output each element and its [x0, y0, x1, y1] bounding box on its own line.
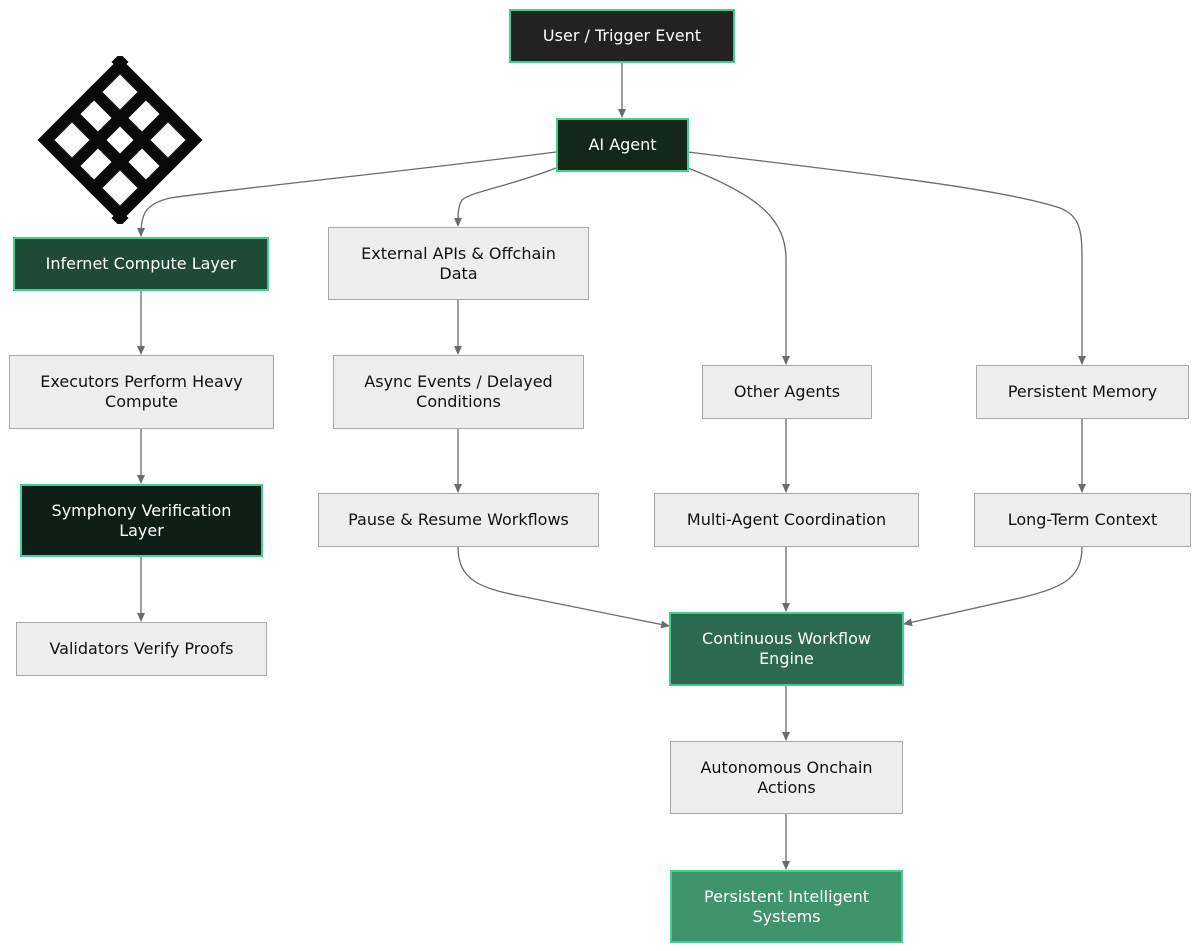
edge-agent-other — [687, 167, 790, 365]
node-label: AI Agent — [588, 135, 657, 154]
node-symphony-verification: Symphony Verification Layer — [20, 484, 263, 557]
edge-agent-memory — [687, 151, 1086, 365]
edge-agent-compute — [137, 151, 557, 237]
node-label: Long-Term Context — [1007, 510, 1158, 529]
node-trigger-event: User / Trigger Event — [509, 9, 735, 63]
node-label: Executors Perform Heavy Compute — [40, 372, 243, 411]
edge-longterm-engine — [903, 546, 1083, 627]
node-pause-resume: Pause & Resume Workflows — [318, 493, 599, 547]
node-label: Persistent Memory — [1007, 382, 1158, 401]
interlaced-knot-logo-icon — [37, 56, 203, 224]
node-label: Other Agents — [733, 382, 841, 401]
node-label: Async Events / Delayed Conditions — [364, 372, 553, 411]
node-label: Autonomous Onchain Actions — [700, 757, 873, 797]
node-multi-agent: Multi-Agent Coordination — [654, 493, 919, 547]
node-infernet-compute-layer: Infernet Compute Layer — [13, 237, 269, 291]
node-long-term-context: Long-Term Context — [974, 493, 1191, 547]
node-ai-agent: AI Agent — [556, 118, 689, 172]
node-intelligent-systems: Persistent Intelligent Systems — [670, 870, 903, 943]
node-label: Pause & Resume Workflows — [348, 510, 569, 529]
node-validators: Validators Verify Proofs — [16, 622, 267, 676]
node-label: Infernet Compute Layer — [45, 254, 237, 273]
node-external-apis: External APIs & Offchain Data — [328, 227, 589, 300]
node-other-agents: Other Agents — [702, 365, 872, 419]
node-async-events: Async Events / Delayed Conditions — [333, 355, 584, 429]
node-label: Continuous Workflow Engine — [702, 629, 871, 668]
node-onchain-actions: Autonomous Onchain Actions — [670, 741, 903, 814]
node-label: Multi-Agent Coordination — [686, 510, 887, 529]
edge-agent-apis — [454, 167, 557, 227]
edge-pause-engine — [457, 546, 670, 629]
node-label: External APIs & Offchain Data — [361, 243, 556, 283]
node-workflow-engine: Continuous Workflow Engine — [669, 612, 904, 686]
node-label: Symphony Verification Layer — [51, 500, 232, 540]
node-label: User / Trigger Event — [542, 26, 702, 45]
node-executors: Executors Perform Heavy Compute — [9, 355, 274, 429]
node-label: Persistent Intelligent Systems — [704, 886, 869, 926]
node-persistent-memory: Persistent Memory — [976, 365, 1189, 419]
node-label: Validators Verify Proofs — [49, 639, 234, 658]
